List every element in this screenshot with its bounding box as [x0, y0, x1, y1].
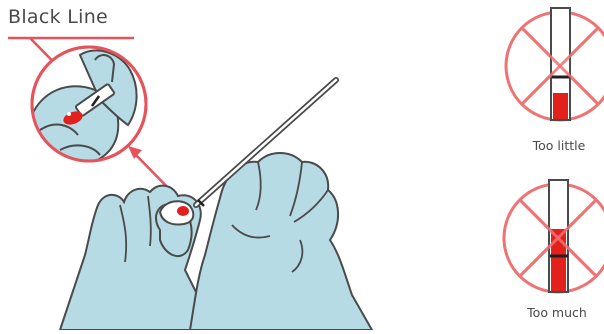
- too-much-caption: Too much: [512, 305, 602, 320]
- too-little-caption: Too little: [514, 138, 604, 153]
- zoom-circle: [30, 47, 146, 168]
- too-much-example: [504, 180, 604, 292]
- too-little-example: [506, 8, 604, 120]
- black-line-label: Black Line: [8, 6, 108, 28]
